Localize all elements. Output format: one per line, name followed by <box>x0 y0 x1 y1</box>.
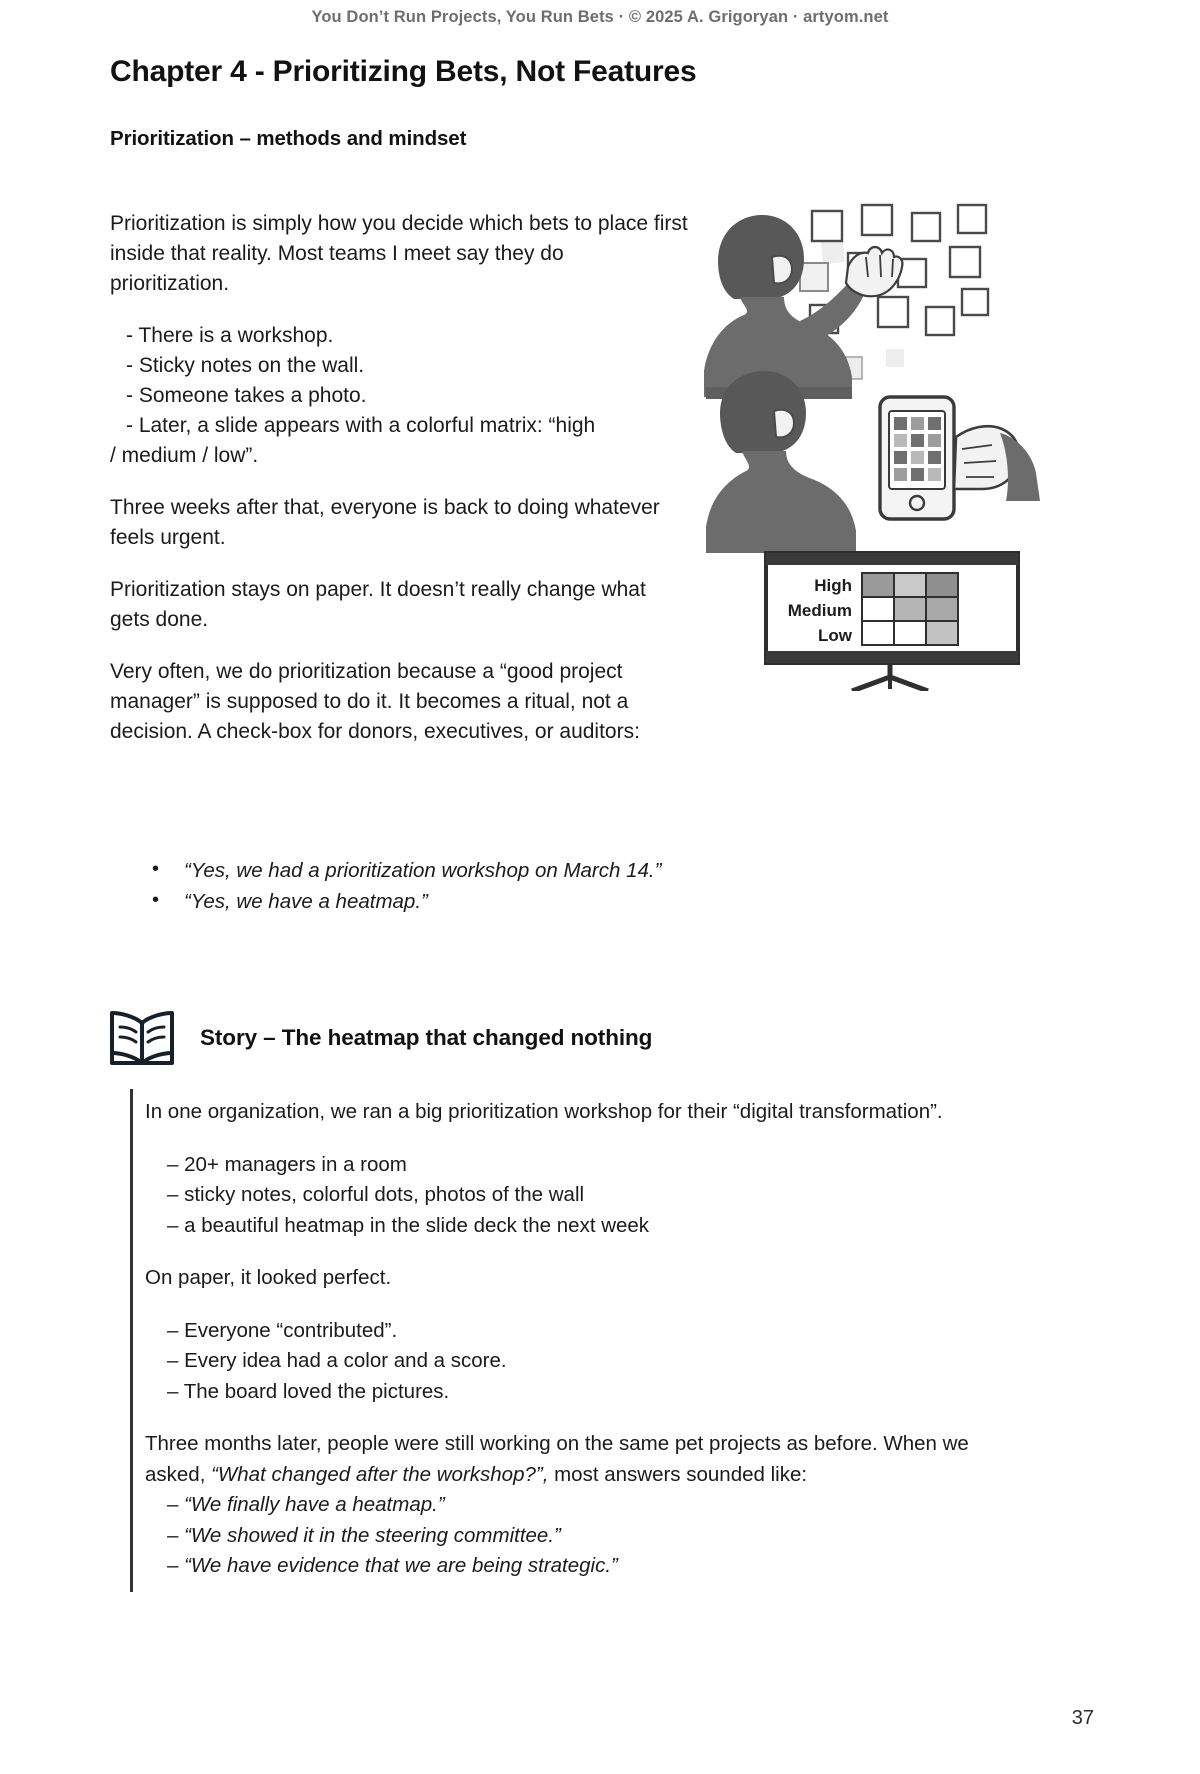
board-label-low: Low <box>818 626 853 645</box>
list-item: – “We showed it in the steering committe… <box>167 1523 561 1547</box>
list-item: – The board loved the pictures. <box>167 1379 450 1403</box>
board-label-medium: Medium <box>788 601 852 620</box>
story-paragraph-3-lead: Three months later, people were still wo… <box>145 1432 969 1486</box>
story-paragraph-3: Three months later, people were still wo… <box>145 1429 1030 1490</box>
hand-touching-note <box>844 245 904 298</box>
list-item: – “We finally have a heatmap.” <box>167 1493 445 1516</box>
list-item: – “We have evidence that we are being st… <box>167 1554 618 1577</box>
intro-block: Prioritization is simply how you decide … <box>80 203 1120 829</box>
intro-paragraph-1: Prioritization is simply how you decide … <box>110 212 688 295</box>
document-page: You Don’t Run Projects, You Run Bets · ©… <box>80 0 1120 1774</box>
tablet-device <box>878 395 956 521</box>
story-paragraph-3-tail: most answers sounded like: <box>548 1462 808 1486</box>
list-item: - Sticky notes on the wall. <box>126 354 365 377</box>
list-item: - Someone takes a photo. <box>126 384 367 407</box>
board-label-high: High <box>814 576 852 595</box>
story-body: In one organization, we ran a big priori… <box>130 1089 1030 1592</box>
running-header: You Don’t Run Projects, You Run Bets · ©… <box>311 8 889 26</box>
intro-text-column: Prioritization is simply how you decide … <box>110 209 688 747</box>
intro-dash-list: - There is a workshop. - Sticky notes on… <box>110 321 688 471</box>
story-paragraph-3-quote: “What changed after the workshop?”, <box>211 1462 549 1486</box>
figure-with-tablet <box>706 371 856 553</box>
page-number: 37 <box>1071 1707 1094 1729</box>
list-item: – Everyone “contributed”. <box>167 1318 398 1342</box>
intro-paragraph-4: Very often, we do prioritization because… <box>110 660 640 743</box>
story-sub-list-1: – 20+ managers in a room – sticky notes,… <box>145 1150 1030 1242</box>
list-item: – sticky notes, colorful dots, photos of… <box>167 1183 585 1206</box>
list-item: – Every idea had a color and a score. <box>167 1349 507 1372</box>
intro-paragraph-2: Three weeks after that, everyone is back… <box>110 496 660 549</box>
heatmap-grid <box>861 572 959 646</box>
list-item: - Later, a slide appears with a colorful… <box>126 414 596 437</box>
story-title: Story – The heatmap that changed nothing <box>200 1025 653 1050</box>
wall-sticky-notes <box>785 203 990 380</box>
list-item: “Yes, we have a heatmap.” <box>152 885 1120 917</box>
story-paragraph-1: In one organization, we ran a big priori… <box>145 1100 943 1123</box>
page-title: Chapter 4 - Prioritizing Bets, Not Featu… <box>110 55 697 88</box>
list-item: – a beautiful heatmap in the slide deck … <box>167 1213 650 1237</box>
story-sub-list-3: – “We finally have a heatmap.” – “We sho… <box>145 1490 1030 1582</box>
list-item: - There is a workshop. <box>126 324 334 347</box>
story-sub-list-2: – Everyone “contributed”. – Every idea h… <box>145 1316 1030 1408</box>
story-heading: Story – The heatmap that changed nothing <box>108 1007 1120 1069</box>
prioritization-workshop-illustration: High Medium Low <box>700 201 1040 694</box>
presentation-board: High Medium Low <box>764 551 1020 694</box>
list-item: “Yes, we had a prioritization workshop o… <box>152 854 1120 886</box>
figure-standing-at-wall <box>704 215 904 399</box>
hand-holding-tablet <box>952 424 1040 501</box>
section-heading: Prioritization – methods and mindset <box>110 127 467 150</box>
list-item: – 20+ managers in a room <box>167 1152 407 1176</box>
quote-bullet-list: “Yes, we had a prioritization workshop o… <box>80 854 1120 917</box>
story-paragraph-2: On paper, it looked perfect. <box>145 1266 392 1289</box>
list-item-continuation: / medium / low”. <box>110 444 259 467</box>
open-book-icon <box>108 1007 176 1069</box>
intro-paragraph-3: Prioritization stays on paper. It doesn’… <box>110 578 646 631</box>
